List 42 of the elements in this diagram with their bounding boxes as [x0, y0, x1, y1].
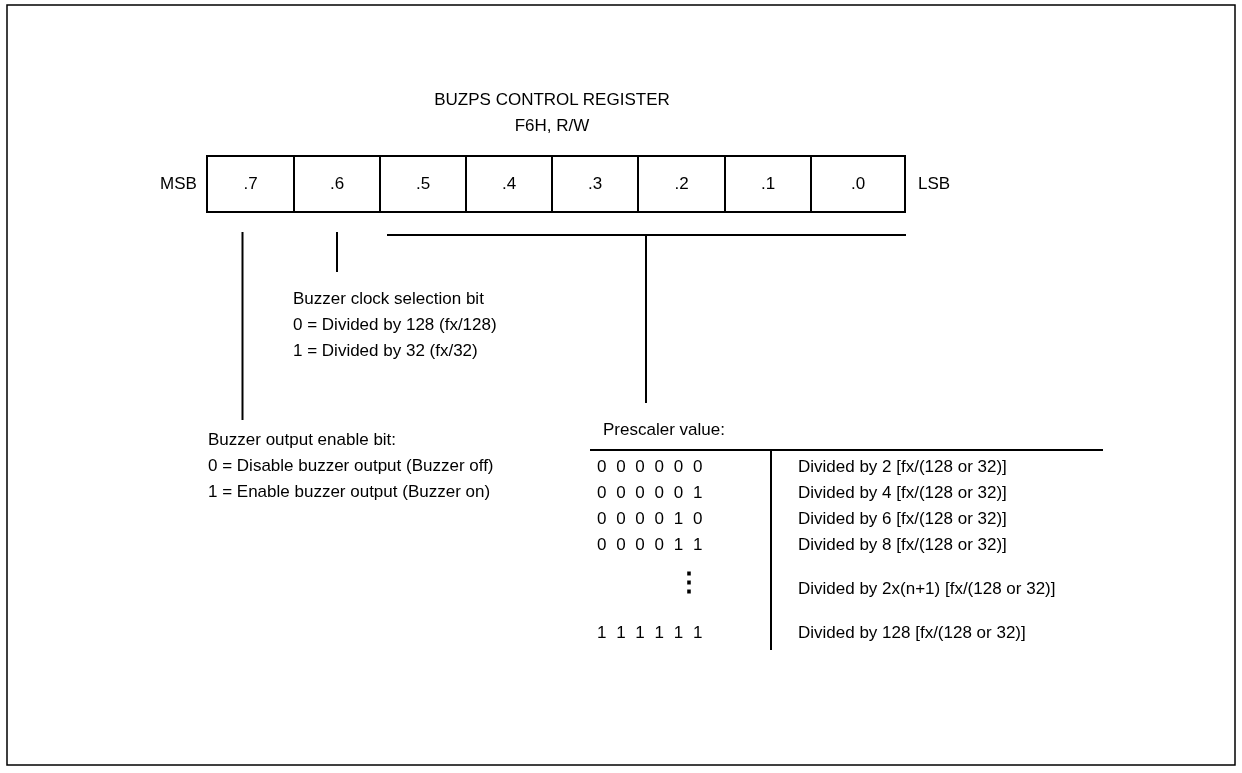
prescaler-code: 0 0 0 0 0 0 [597, 457, 703, 477]
bit-number: .2 [674, 174, 689, 194]
register-bit-cell [293, 155, 381, 213]
register-bit-cell [810, 155, 906, 213]
register-bit-cell [551, 155, 639, 213]
bit-number: .3 [587, 174, 603, 194]
prescaler-code: 0 0 0 0 1 1 [597, 535, 703, 555]
bit-value-description: 1 = Divided by 32 (fx/32) [293, 340, 479, 362]
register-bit-cell [637, 155, 726, 213]
bit-number: .5 [415, 174, 431, 194]
bit-number: .6 [329, 174, 345, 194]
ellipsis: ⋮ [676, 566, 702, 599]
bit-number: .4 [501, 174, 517, 194]
prescaler-description: Divided by 2x(n+1) [fx/(128 or 32)] [798, 579, 1056, 599]
bit-number: .1 [760, 174, 776, 194]
register-bit-cell [465, 155, 553, 213]
bit-number: .0 [850, 174, 866, 194]
field-heading: Prescaler value: [603, 419, 725, 441]
leader-line [241, 231, 244, 421]
register-bit-cell [206, 155, 295, 213]
register-bit-cell [379, 155, 467, 213]
msb-label: MSB [160, 174, 197, 194]
prescaler-description: Divided by 4 [fx/(128 or 32)] [798, 483, 1007, 503]
prescaler-description: Divided by 8 [fx/(128 or 32)] [798, 535, 1007, 555]
leader-line [336, 231, 338, 273]
prescaler-description: Divided by 6 [fx/(128 or 32)] [798, 509, 1007, 529]
lsb-label: LSB [918, 174, 951, 194]
register-title: BUZPS CONTROL REGISTER [433, 90, 671, 110]
bracket-leader-line [645, 234, 907, 404]
bit-description: Buzzer clock selection bit [293, 288, 485, 310]
prescaler-description: Divided by 2 [fx/(128 or 32)] [798, 457, 1007, 477]
prescaler-code: 0 0 0 0 1 0 [597, 509, 703, 529]
register-bit-cell [724, 155, 812, 213]
register-address: F6H, R/W [513, 116, 591, 136]
bit-value-description: 1 = Enable buzzer output (Buzzer on) [208, 481, 492, 503]
bit-description: Buzzer output enable bit: [208, 429, 398, 451]
prescaler-code: 0 0 0 0 0 1 [597, 483, 703, 503]
bit-value-description: 0 = Divided by 128 (fx/128) [293, 314, 497, 336]
prescaler-description: Divided by 128 [fx/(128 or 32)] [798, 623, 1026, 643]
bit-number: .7 [243, 174, 258, 194]
bit-value-description: 0 = Disable buzzer output (Buzzer off) [208, 455, 494, 477]
prescaler-code: 1 1 1 1 1 1 [597, 623, 703, 643]
